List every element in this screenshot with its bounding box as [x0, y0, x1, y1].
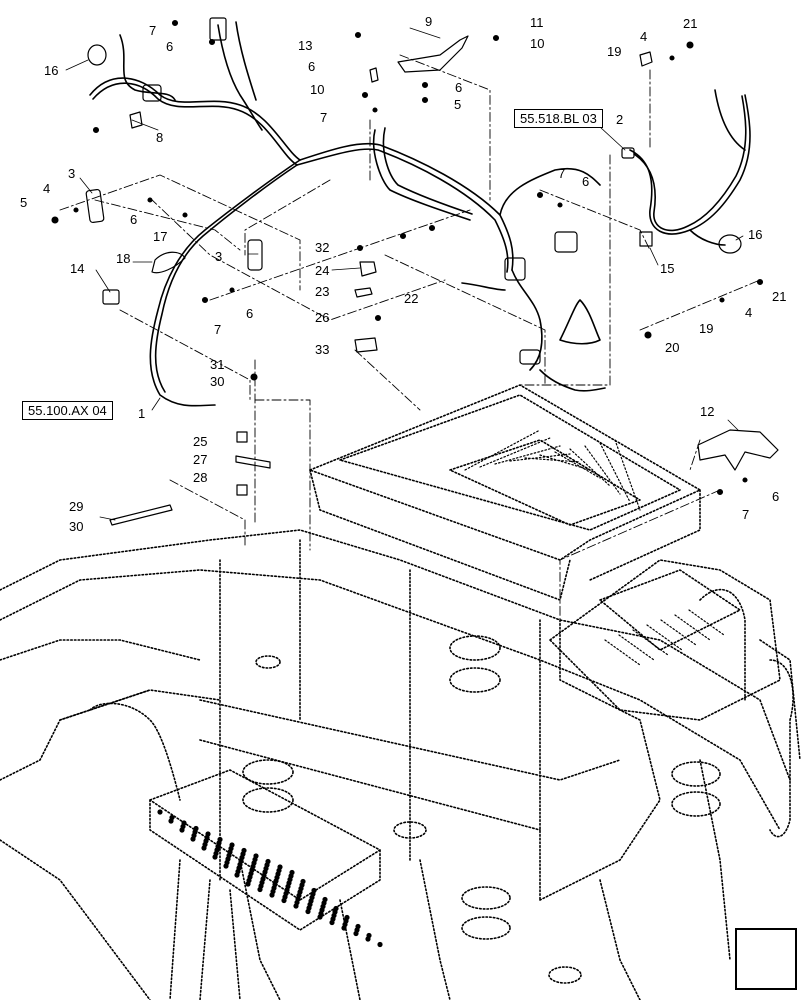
callout-7: 7 [320, 110, 328, 125]
callout-7: 7 [742, 507, 750, 522]
callout-3: 3 [68, 166, 76, 181]
callout-22: 22 [404, 291, 419, 306]
callout-6: 6 [772, 489, 780, 504]
machine-frame [0, 384, 801, 1000]
main-wiring-harness [89, 21, 606, 407]
callout-30: 30 [210, 374, 225, 389]
callout-10: 10 [310, 82, 325, 97]
step-plate-holes [157, 809, 383, 948]
callout-5: 5 [454, 97, 462, 112]
callout-26: 26 [315, 310, 330, 325]
callout-30: 30 [69, 519, 84, 534]
callout-27: 27 [193, 452, 208, 467]
callout-2: 2 [616, 112, 624, 127]
callout-5: 5 [20, 195, 28, 210]
callout-31: 31 [210, 357, 225, 372]
callout-7: 7 [558, 166, 566, 181]
callout-16: 16 [748, 227, 763, 242]
callout-24: 24 [315, 263, 330, 278]
callout-12: 12 [700, 404, 715, 419]
callout-10: 10 [530, 36, 545, 51]
callout-25: 25 [193, 434, 208, 449]
callout-18: 18 [116, 251, 131, 266]
reference-55-100-ax-04[interactable]: 55.100.AX 04 [22, 401, 113, 420]
callout-21: 21 [683, 16, 698, 31]
reference-55-518-bl-03[interactable]: 55.518.BL 03 [514, 109, 603, 128]
callout-6: 6 [455, 80, 463, 95]
callout-9: 9 [425, 14, 433, 29]
fasteners [51, 19, 764, 496]
callout-21: 21 [772, 289, 787, 304]
callout-28: 28 [193, 470, 208, 485]
callout-6: 6 [130, 212, 138, 227]
callout-1: 1 [138, 406, 146, 421]
callout-33: 33 [315, 342, 330, 357]
callout-32: 32 [315, 240, 330, 255]
callout-7: 7 [214, 322, 222, 337]
callout-3: 3 [215, 249, 223, 264]
callout-15: 15 [660, 261, 675, 276]
hood-grille [464, 429, 725, 666]
callout-17: 17 [153, 229, 168, 244]
callout-6: 6 [246, 306, 254, 321]
hardware-parts [85, 17, 779, 526]
callout-19: 19 [607, 44, 622, 59]
callout-leaders [65, 27, 744, 521]
assembly-leader-lines [59, 54, 761, 621]
callout-6: 6 [582, 174, 590, 189]
callout-14: 14 [70, 261, 85, 276]
callout-6: 6 [308, 59, 316, 74]
callout-23: 23 [315, 284, 330, 299]
callout-19: 19 [699, 321, 714, 336]
callout-8: 8 [156, 130, 164, 145]
callout-4: 4 [43, 181, 51, 196]
callout-20: 20 [665, 340, 680, 355]
next-page-button[interactable] [735, 928, 797, 990]
callout-7: 7 [149, 23, 157, 38]
callout-4: 4 [745, 305, 753, 320]
callout-16: 16 [44, 63, 59, 78]
callout-6: 6 [166, 39, 174, 54]
callout-13: 13 [298, 38, 313, 53]
callout-4: 4 [640, 29, 648, 44]
callout-11: 11 [530, 15, 544, 30]
secondary-wiring-harness [629, 89, 751, 246]
callout-29: 29 [69, 499, 84, 514]
